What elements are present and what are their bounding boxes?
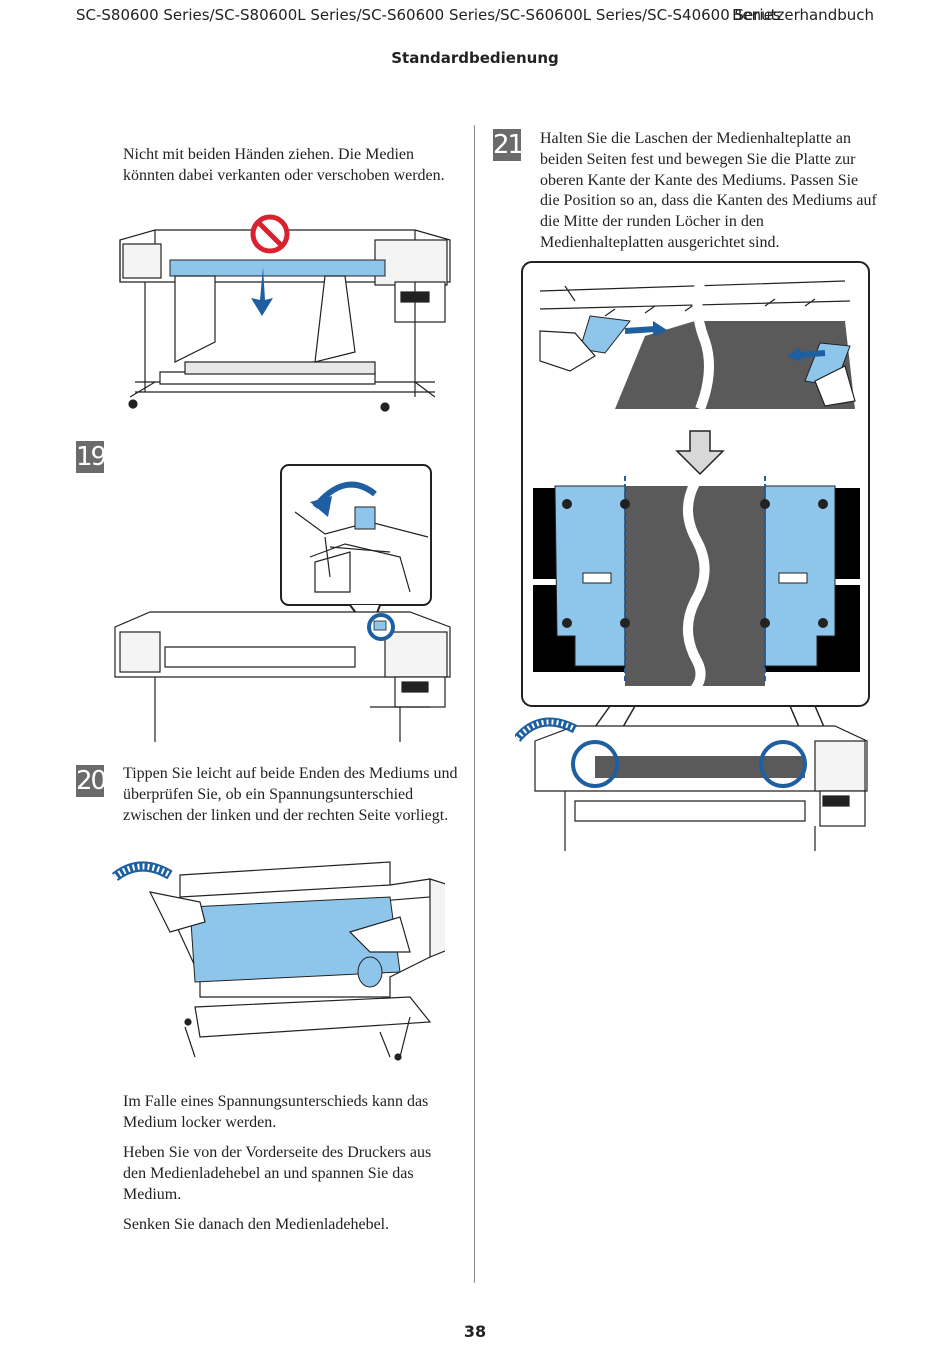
section-title: Standardbedienung [391,49,559,67]
left-hand-icon [539,330,596,372]
note-paragraph-1: Im Falle eines Spannungsunterschieds kan… [123,1093,429,1131]
detail-top [539,280,856,411]
figure-do-not-pull [119,214,451,412]
step-number-19: 19 [76,441,107,473]
note-paragraph-2: Heben Sie von der Vorderseite des Drucke… [123,1144,432,1203]
pull-down-arrow-icon [251,267,273,316]
figure-step-19 [114,464,451,742]
right-highlight-circle [759,740,807,788]
prohibited-icon [250,214,290,254]
zoom-callout [280,464,432,635]
step-20-text: Tippen Sie leicht auf beide Enden des Me… [123,765,458,824]
warning-text: Nicht mit beiden Händen ziehen. Die Medi… [123,146,445,184]
arrow-left-icon [787,347,801,362]
step-number-20: 20 [76,765,107,797]
note-paragraph-3: Senken Sie danach den Medienladehebel. [123,1216,390,1233]
column-divider [474,125,475,1283]
arrow-right-icon [653,321,667,337]
right-hand-icon [814,365,856,407]
step-number-21: 21 [493,129,524,161]
page-number: 38 [463,1322,487,1341]
left-hand-icon [148,891,206,933]
header-series: SC-S80600 Series/SC-S80600L Series/SC-S6… [76,6,781,24]
step-21-text: Halten Sie die Laschen der Medienhaltepl… [540,130,877,251]
left-highlight-circle [571,740,619,788]
right-hand-icon [348,916,411,953]
right-hand-icon [314,275,356,363]
detail-middle [533,476,860,693]
figure-step-20 [111,861,445,1061]
header-manual-title: Benutzerhandbuch [732,6,874,24]
down-arrow-icon [675,430,725,476]
left-hand-icon [174,275,216,363]
figure-step-21 [515,261,870,851]
